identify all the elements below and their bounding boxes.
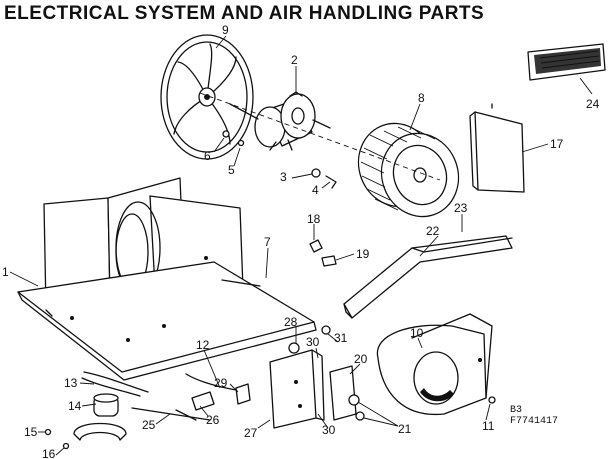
part-label: 28 (284, 315, 298, 329)
part-label: 15 (24, 425, 38, 439)
chassis-part (17, 177, 317, 381)
part-label: 18 (307, 212, 321, 226)
drawing-code-line1: B3 (510, 405, 522, 416)
part-label: 5 (228, 163, 235, 177)
part-label: 27 (244, 426, 258, 440)
part-label: 24 (586, 97, 600, 111)
control-box-part (269, 325, 331, 429)
clip-hardware (309, 239, 337, 267)
part-label: 30 (322, 423, 336, 437)
part-label: 14 (68, 399, 82, 413)
part-label: 4 (312, 183, 319, 197)
part-label: 16 (42, 447, 56, 459)
part-label: 10 (410, 326, 424, 340)
capacitor-part (44, 371, 149, 450)
part-label: 13 (64, 376, 78, 390)
part-label: 23 (454, 201, 468, 215)
part-label: 11 (482, 419, 495, 433)
fastener-hardware (222, 130, 337, 189)
part-label: 2 (291, 53, 298, 67)
part-label: 22 (426, 224, 440, 238)
part-label: 31 (334, 331, 348, 345)
part-label: 6 (204, 149, 211, 163)
harness-rod-part (131, 407, 211, 421)
bracket-plate-part (329, 365, 365, 421)
part-label: 21 (398, 422, 412, 436)
part-label: 29 (214, 376, 228, 390)
diagram-title: ELECTRICAL SYSTEM AND AIR HANDLING PARTS (4, 3, 484, 24)
filter-strip-part (527, 43, 606, 81)
assembly-axis-line (199, 92, 441, 181)
blower-wheel-part (357, 122, 460, 218)
motor-part (229, 91, 331, 151)
part-label: 30 (306, 335, 320, 349)
part-label: 9 (222, 23, 229, 37)
part-label: 25 (142, 418, 156, 432)
part-label: 7 (264, 235, 271, 249)
part-label: 19 (356, 247, 370, 261)
part-label: 3 (280, 170, 287, 184)
part-label: 26 (206, 413, 220, 427)
part-label: 20 (354, 352, 368, 366)
part-label: 1 (2, 265, 9, 279)
fan-shroud-part (160, 34, 254, 160)
switch-wiring-part (175, 373, 251, 421)
part-number-labels: 9 2 8 17 24 6 5 3 4 18 19 23 22 7 1 28 3… (2, 23, 600, 459)
part-label: 12 (196, 338, 210, 352)
side-panel-part (469, 103, 525, 193)
blower-housing-part (376, 313, 493, 416)
drawing-code-line2: F7741417 (510, 416, 558, 427)
screw-part (488, 396, 496, 404)
part-label: 8 (418, 91, 425, 105)
part-label: 17 (550, 137, 564, 151)
leader-lines (9, 35, 593, 456)
